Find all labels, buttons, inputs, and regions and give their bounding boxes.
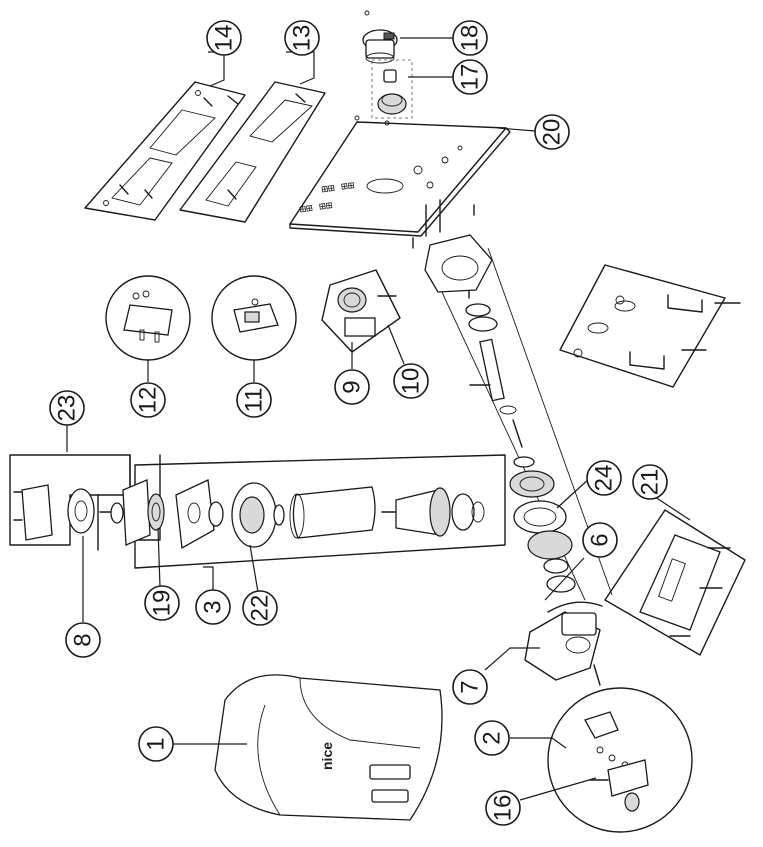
leader-lines bbox=[66, 37, 691, 801]
plate-marking-row-b: ⊞⊞ ⊞⊞ bbox=[299, 200, 333, 216]
callout-3: 3 bbox=[195, 589, 231, 625]
part-18-switch bbox=[362, 10, 398, 64]
callout-16-label: 16 bbox=[490, 795, 517, 822]
callout-10: 10 bbox=[393, 363, 429, 399]
callout-7: 7 bbox=[452, 669, 488, 705]
callout-19-label: 19 bbox=[149, 590, 176, 617]
callout-10-label: 10 bbox=[398, 368, 425, 395]
callout-17: 17 bbox=[452, 59, 488, 95]
plate-screws bbox=[412, 199, 475, 299]
callout-2: 2 bbox=[474, 720, 510, 756]
callout-20-label: 20 bbox=[539, 119, 566, 146]
callout-24: 24 bbox=[586, 460, 622, 496]
callout-14-label: 14 bbox=[211, 25, 238, 52]
callout-9: 9 bbox=[334, 369, 370, 405]
callout-8-label: 8 bbox=[70, 633, 97, 646]
callout-17-label: 17 bbox=[457, 64, 484, 91]
callout-3-label: 3 bbox=[200, 600, 227, 613]
part-7-bottom-bracket bbox=[524, 601, 603, 686]
callout-22: 22 bbox=[242, 590, 278, 626]
part-17-gear bbox=[371, 59, 413, 126]
callout-13: 13 bbox=[284, 20, 320, 56]
callout-23-label: 23 bbox=[54, 395, 81, 422]
callout-18-label: 18 bbox=[457, 25, 484, 52]
drive-shaft-assembly bbox=[424, 234, 613, 601]
callout-12-label: 12 bbox=[135, 387, 162, 414]
part-12-detail-inset bbox=[105, 275, 191, 361]
cover-logo: nice bbox=[319, 742, 335, 770]
callout-12: 12 bbox=[130, 382, 166, 418]
callout-11: 11 bbox=[236, 382, 272, 418]
part-23-motor-group bbox=[9, 454, 506, 569]
callout-1-label: 1 bbox=[143, 737, 170, 750]
callout-24-label: 24 bbox=[591, 465, 618, 492]
callout-21-label: 21 bbox=[637, 469, 664, 496]
callout-14: 14 bbox=[206, 20, 242, 56]
part-2-detail-inset bbox=[547, 687, 693, 833]
callout-20: 20 bbox=[534, 114, 570, 150]
callout-7-label: 7 bbox=[457, 680, 484, 693]
callout-11-label: 11 bbox=[241, 388, 268, 413]
callout-6-label: 6 bbox=[587, 533, 614, 546]
callout-2-label: 2 bbox=[479, 731, 506, 744]
callout-21: 21 bbox=[632, 464, 668, 500]
part-9-control-unit bbox=[321, 269, 401, 353]
callout-13-label: 13 bbox=[289, 25, 316, 52]
bracket-inset-panel bbox=[559, 264, 741, 388]
callout-19: 19 bbox=[144, 585, 180, 621]
callout-6: 6 bbox=[582, 522, 618, 558]
callout-8: 8 bbox=[65, 622, 101, 658]
part-13-rail-plate bbox=[179, 81, 326, 223]
callout-22-label: 22 bbox=[247, 595, 274, 622]
part-21-mount-plate bbox=[604, 509, 746, 656]
callout-9-label: 9 bbox=[339, 380, 366, 393]
part-1-cover: nice bbox=[214, 674, 443, 821]
part-14-rail-plate bbox=[84, 81, 246, 221]
part-11-detail-inset bbox=[211, 275, 297, 361]
part-20-base-plate: ⊞⊞ ⊞⊞ ⊞⊞ ⊞⊞ bbox=[289, 115, 511, 237]
callout-1: 1 bbox=[138, 726, 174, 762]
callout-18: 18 bbox=[452, 20, 488, 56]
callout-23: 23 bbox=[49, 390, 85, 426]
plate-marking-row-a: ⊞⊞ ⊞⊞ bbox=[321, 180, 355, 196]
callout-16: 16 bbox=[485, 790, 521, 826]
